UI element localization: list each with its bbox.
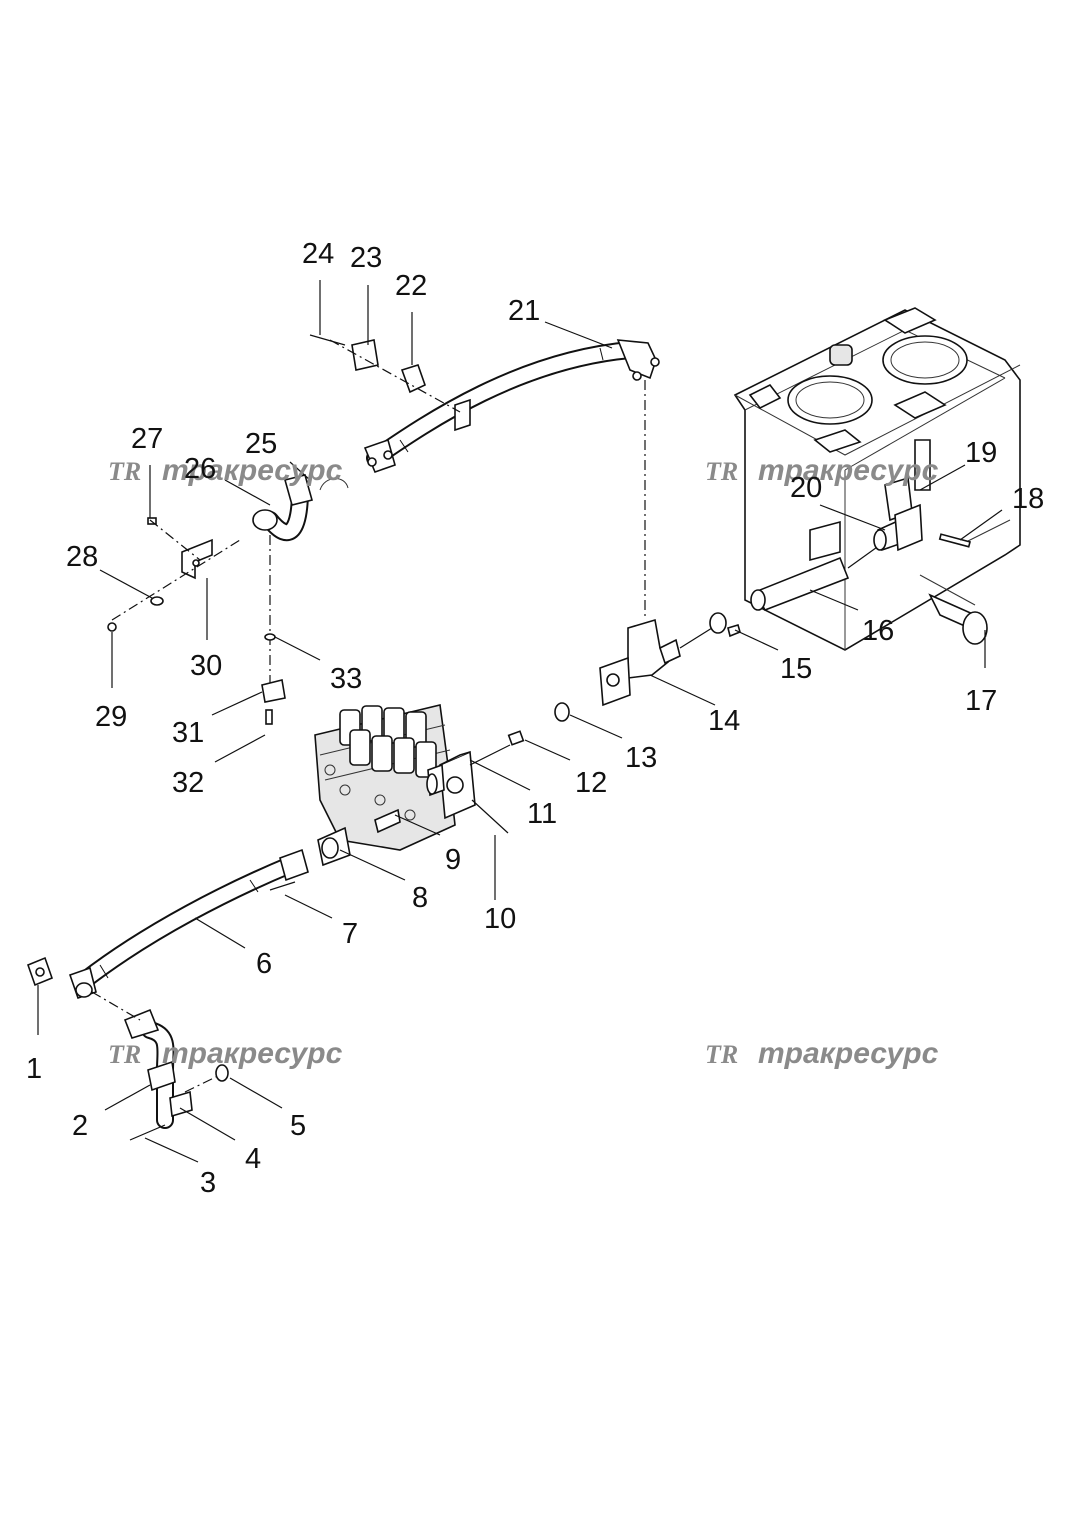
callout-2: 2 bbox=[72, 1110, 88, 1142]
callout-16: 16 bbox=[862, 615, 894, 647]
callout-15: 15 bbox=[780, 653, 812, 685]
pipe-2 bbox=[123, 1008, 193, 1129]
callout-30: 30 bbox=[190, 650, 222, 682]
hose-6 bbox=[68, 848, 309, 1000]
block-11 bbox=[426, 750, 476, 820]
oring-5 bbox=[215, 1064, 229, 1082]
hose-16 bbox=[750, 544, 881, 611]
flange-1 bbox=[26, 956, 54, 987]
callout-3: 3 bbox=[200, 1167, 216, 1199]
dash-14-15 bbox=[679, 627, 713, 649]
bracket-30 bbox=[107, 517, 241, 632]
bolt-12 bbox=[507, 730, 525, 746]
watermark-bottom-left: TR тракресурс bbox=[108, 1037, 343, 1070]
watermark-text: тракресурс bbox=[162, 454, 343, 487]
callout-18: 18 bbox=[1012, 483, 1044, 515]
hose-21 bbox=[363, 339, 660, 474]
fitting-20-19 bbox=[873, 476, 971, 552]
callout-14: 14 bbox=[708, 705, 740, 737]
watermark-text: тракресурс bbox=[162, 1037, 343, 1070]
watermark-text: тракресурс bbox=[758, 1037, 939, 1070]
callout-27: 27 bbox=[131, 423, 163, 455]
callout-32: 32 bbox=[172, 767, 204, 799]
bolt-3 bbox=[129, 1124, 166, 1141]
leader-lines bbox=[37, 280, 1003, 1163]
watermark-logo: TR bbox=[108, 457, 141, 486]
watermark-top-left: TR тракресурс bbox=[108, 454, 343, 487]
flange-8 bbox=[317, 826, 351, 867]
watermark-top-right: TR тракресурс bbox=[705, 454, 939, 487]
callout-25: 25 bbox=[245, 428, 277, 460]
callout-26: 26 bbox=[184, 453, 216, 485]
callout-28: 28 bbox=[66, 541, 98, 573]
hydraulic-tank bbox=[733, 307, 1021, 651]
connector-11-12 bbox=[469, 744, 511, 766]
callout-6: 6 bbox=[256, 948, 272, 980]
clamp-31 bbox=[261, 633, 286, 725]
callout-1: 1 bbox=[26, 1053, 42, 1085]
callout-29: 29 bbox=[95, 701, 127, 733]
callout-22: 22 bbox=[395, 270, 427, 302]
callout-33: 33 bbox=[330, 663, 362, 695]
callout-5: 5 bbox=[290, 1110, 306, 1142]
watermark-logo: TR bbox=[108, 1040, 141, 1069]
callout-9: 9 bbox=[445, 844, 461, 876]
tee-14 bbox=[599, 618, 681, 707]
callout-11: 11 bbox=[527, 798, 557, 830]
watermark-logo: TR bbox=[705, 457, 738, 486]
callout-21: 21 bbox=[508, 295, 540, 327]
fitting-9 bbox=[374, 808, 401, 834]
callout-12: 12 bbox=[575, 767, 607, 799]
callout-23: 23 bbox=[350, 242, 382, 274]
callout-labels: 1 2 3 4 5 6 7 8 9 10 11 12 13 14 15 16 1… bbox=[26, 238, 1044, 1199]
watermark-text: тракресурс bbox=[758, 454, 939, 487]
oring-13 bbox=[554, 702, 570, 722]
callout-20: 20 bbox=[790, 472, 822, 504]
callout-24: 24 bbox=[302, 238, 334, 270]
callout-4: 4 bbox=[245, 1143, 261, 1175]
elbow-assembly-25-26 bbox=[252, 474, 349, 542]
control-valve bbox=[314, 704, 456, 851]
clamp-parts-22-24 bbox=[309, 334, 471, 432]
callout-31: 31 bbox=[172, 717, 204, 749]
dashed-connector-4-5 bbox=[184, 1074, 221, 1093]
callout-10: 10 bbox=[484, 903, 516, 935]
clamp-15 bbox=[709, 612, 741, 638]
callout-19: 19 bbox=[965, 437, 997, 469]
dashed-connector-1-2 bbox=[91, 991, 141, 1021]
bolt-10 bbox=[471, 799, 509, 834]
callout-13: 13 bbox=[625, 742, 657, 774]
callout-17: 17 bbox=[965, 685, 997, 717]
watermark-logo: TR bbox=[705, 1040, 738, 1069]
callout-8: 8 bbox=[412, 882, 428, 914]
watermark-bottom-right: TR тракресурс bbox=[705, 1037, 939, 1070]
callout-7: 7 bbox=[342, 918, 358, 950]
